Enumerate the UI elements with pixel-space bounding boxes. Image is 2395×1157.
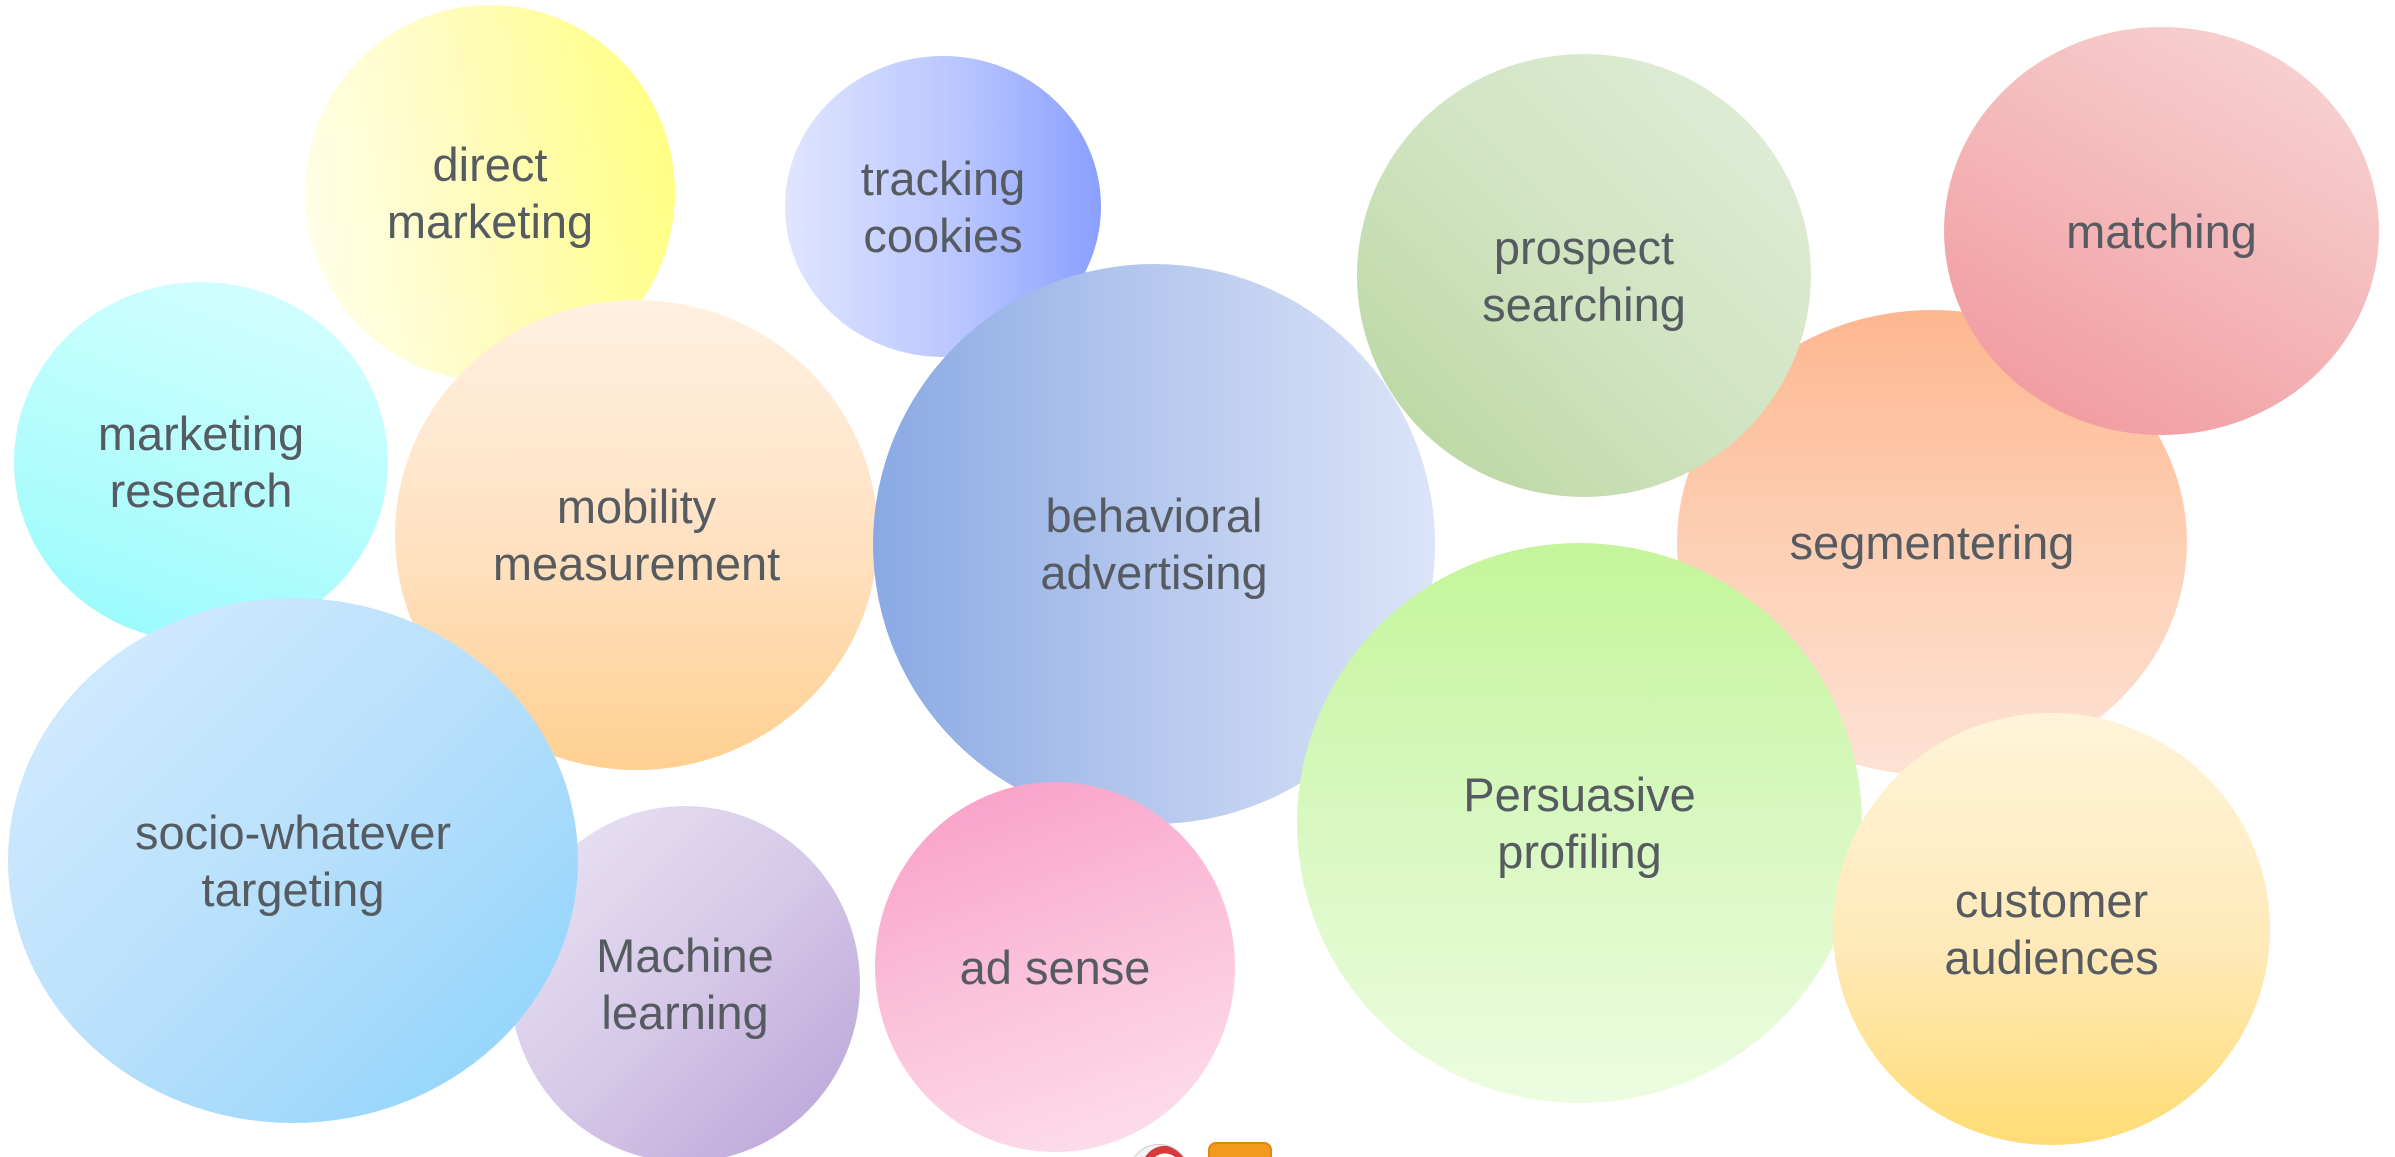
bubble-direct-marketing: direct marketing bbox=[305, 5, 675, 381]
bubble-label-tracking-cookies: tracking cookies bbox=[860, 151, 1026, 262]
bubble-label-ad-sense: ad sense bbox=[959, 940, 1151, 994]
bubble-label-behavioral-advertising: behavioral advertising bbox=[1040, 489, 1268, 599]
bubble-persuasive-profiling: Persuasive profiling bbox=[1297, 543, 1862, 1103]
bubble-socio-whatever-targeting: socio-whatever targeting bbox=[8, 598, 578, 1123]
bubble-customer-audiences: customer audiences bbox=[1833, 713, 2270, 1145]
bubble-label-marketing-research: marketing research bbox=[97, 407, 305, 517]
bubble-prospect-searching: prospect searching bbox=[1357, 54, 1811, 497]
bubble-label-machine-learning: Machine learning bbox=[596, 929, 774, 1039]
swirl-logo-icon[interactable] bbox=[1128, 1144, 1190, 1157]
orange-box-icon[interactable] bbox=[1208, 1142, 1272, 1157]
bubble-label-socio-whatever-targeting: socio-whatever targeting bbox=[134, 805, 452, 916]
bubble-label-segmentering: segmentering bbox=[1789, 516, 2075, 569]
bubble-label-prospect-searching: prospect searching bbox=[1482, 220, 1686, 331]
bubble-label-customer-audiences: customer audiences bbox=[1944, 874, 2159, 984]
bubble-ad-sense: ad sense bbox=[875, 782, 1235, 1152]
bubble-matching: matching bbox=[1944, 27, 2379, 435]
bubble-marketing-research: marketing research bbox=[14, 282, 388, 642]
bubble-label-persuasive-profiling: Persuasive profiling bbox=[1463, 768, 1696, 878]
footer-icons bbox=[1128, 1138, 1278, 1157]
bubble-label-mobility-measurement: mobility measurement bbox=[492, 480, 781, 590]
bubble-label-direct-marketing: direct marketing bbox=[386, 138, 594, 248]
bubble-label-matching: matching bbox=[2066, 204, 2257, 258]
